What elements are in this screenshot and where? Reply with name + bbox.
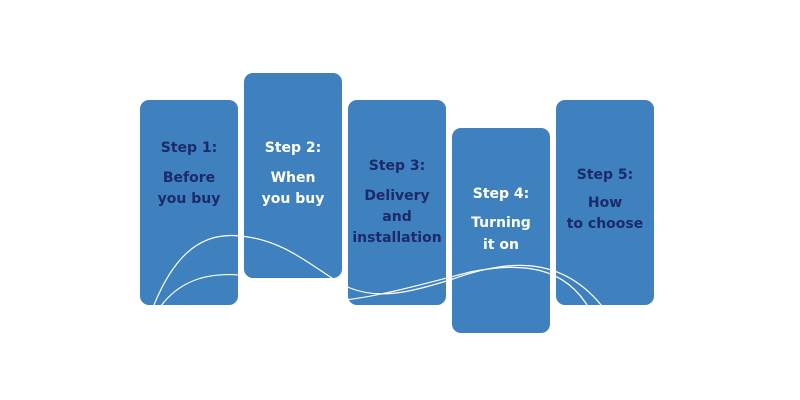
step-card-4: Step 4: Turning it on bbox=[452, 128, 550, 333]
step-title: Step 2: bbox=[264, 140, 322, 156]
step-label: you buy bbox=[157, 191, 221, 207]
step-title: Step 1: bbox=[160, 140, 218, 156]
step-label: it on bbox=[483, 237, 519, 253]
step-card-2: Step 2: When you buy bbox=[244, 73, 342, 278]
step-label: How bbox=[587, 195, 623, 211]
step-title: Step 4: bbox=[472, 186, 530, 202]
step-card-3: Step 3: Delivery and installation bbox=[348, 100, 446, 305]
step-card-5: Step 5: How to choose bbox=[556, 100, 654, 305]
step-label: to choose bbox=[566, 216, 644, 232]
step-label: you buy bbox=[261, 191, 325, 207]
step-label: Before bbox=[162, 170, 216, 186]
step-card-1: Step 1: Before you buy bbox=[140, 100, 238, 305]
wave-line bbox=[157, 266, 591, 311]
step-label: When bbox=[270, 170, 316, 186]
step-label: Delivery bbox=[364, 188, 430, 204]
step-label: and bbox=[382, 209, 412, 225]
step-label: Turning bbox=[471, 215, 531, 231]
step-label: installation bbox=[352, 230, 442, 246]
wave-line bbox=[151, 234, 606, 311]
step-title: Step 5: bbox=[576, 167, 634, 183]
step-title: Step 3: bbox=[368, 158, 426, 174]
